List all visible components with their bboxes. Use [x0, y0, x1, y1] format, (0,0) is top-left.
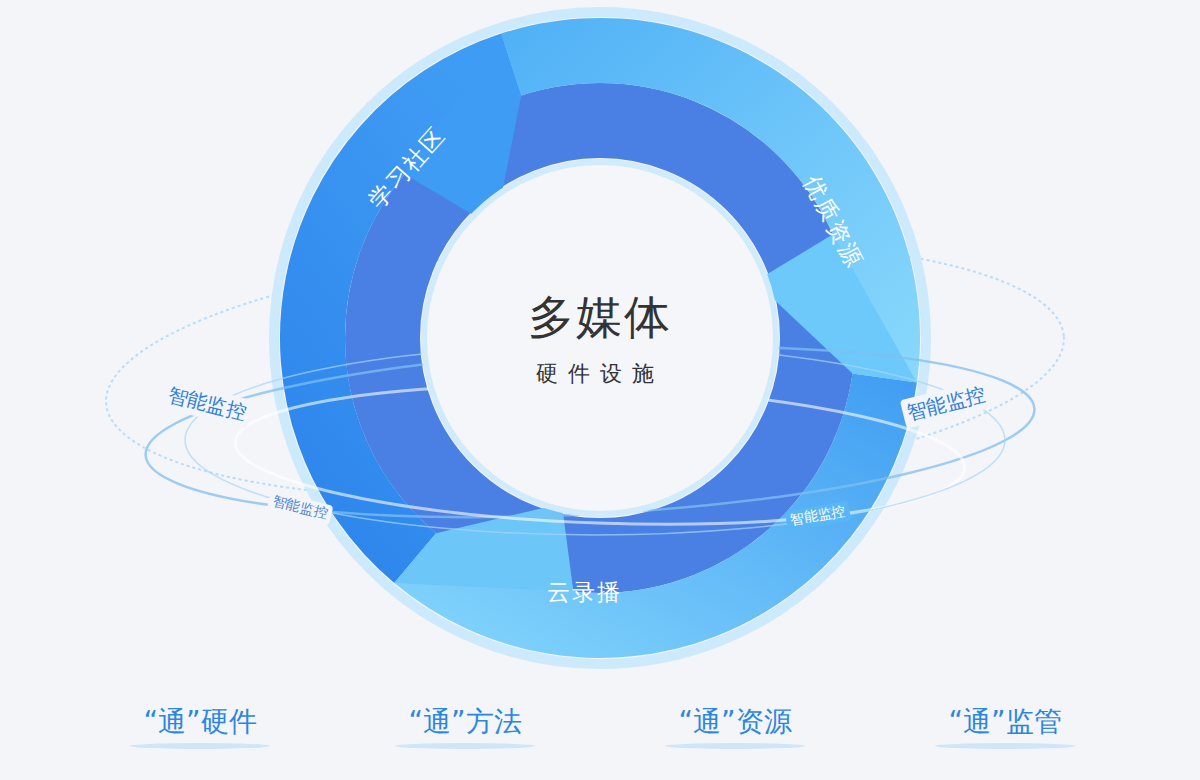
ring-halo [274, 12, 926, 664]
cycle-segment: 云录播 [538, 573, 631, 614]
caption-label: “通”资源 [674, 702, 795, 742]
caption-swoosh [395, 743, 535, 749]
caption-label: “通”方法 [404, 702, 525, 742]
caption-swoosh [935, 743, 1075, 749]
hub-subtitle: 硬件设施 [536, 359, 664, 389]
hub-title: 多媒体 [528, 287, 672, 349]
caption-label: “通”硬件 [139, 702, 260, 742]
caption-swoosh [665, 743, 805, 749]
hub-fill [424, 162, 776, 514]
hub-circle: 多媒体硬件设施 [420, 158, 780, 518]
segment-label: 云录播 [546, 577, 623, 608]
caption-label: “通”监管 [944, 702, 1065, 742]
caption-swoosh [130, 743, 270, 749]
monitor-label: 智能监控 [161, 379, 253, 428]
